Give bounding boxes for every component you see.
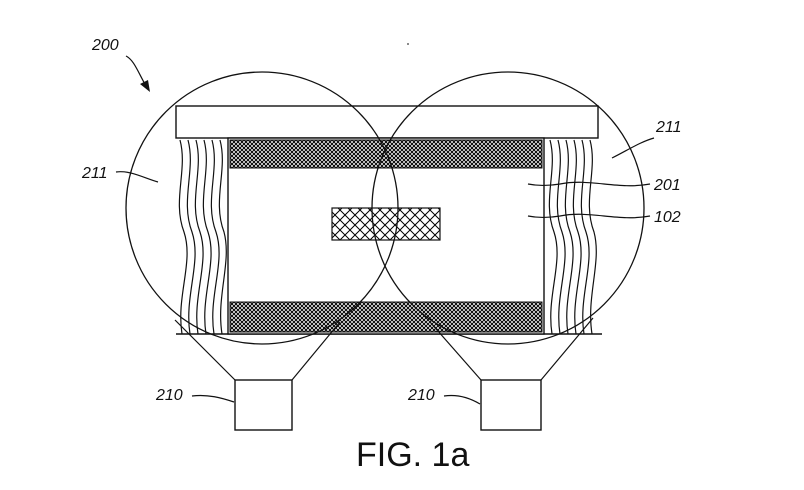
top-hatched-band [229, 139, 543, 169]
label-210-right: 210 [407, 387, 435, 404]
left-funnel [174, 319, 341, 381]
top-plate [175, 105, 599, 139]
label-211-left: 211 [81, 165, 108, 182]
left-box [234, 379, 293, 431]
right-box [480, 379, 542, 431]
stray-dot [407, 43, 409, 45]
label-210-left: 210 [155, 387, 183, 404]
label-201-leader [527, 181, 651, 187]
label-211-left-leader [115, 171, 159, 183]
left-wavy-stack [178, 139, 227, 335]
label-201: 201 [653, 177, 681, 194]
label-102-leader [527, 213, 651, 219]
label-210-right-leader [443, 394, 481, 405]
label-200: 200 [91, 37, 119, 54]
center-hatched-block [331, 207, 441, 241]
right-funnel [429, 317, 594, 381]
label-102: 102 [654, 209, 681, 226]
label-200-leader [125, 55, 147, 87]
right-circle [371, 71, 645, 345]
label-211-right: 211 [655, 119, 682, 136]
label-211-right-leader [611, 137, 655, 159]
label-200-arrowhead [140, 80, 150, 92]
left-circle [125, 71, 399, 345]
bottom-hatched-band [229, 301, 543, 333]
right-wavy-stack [548, 139, 597, 335]
label-210-left-leader [191, 394, 235, 403]
figure-caption: FIG. 1a [356, 436, 469, 474]
